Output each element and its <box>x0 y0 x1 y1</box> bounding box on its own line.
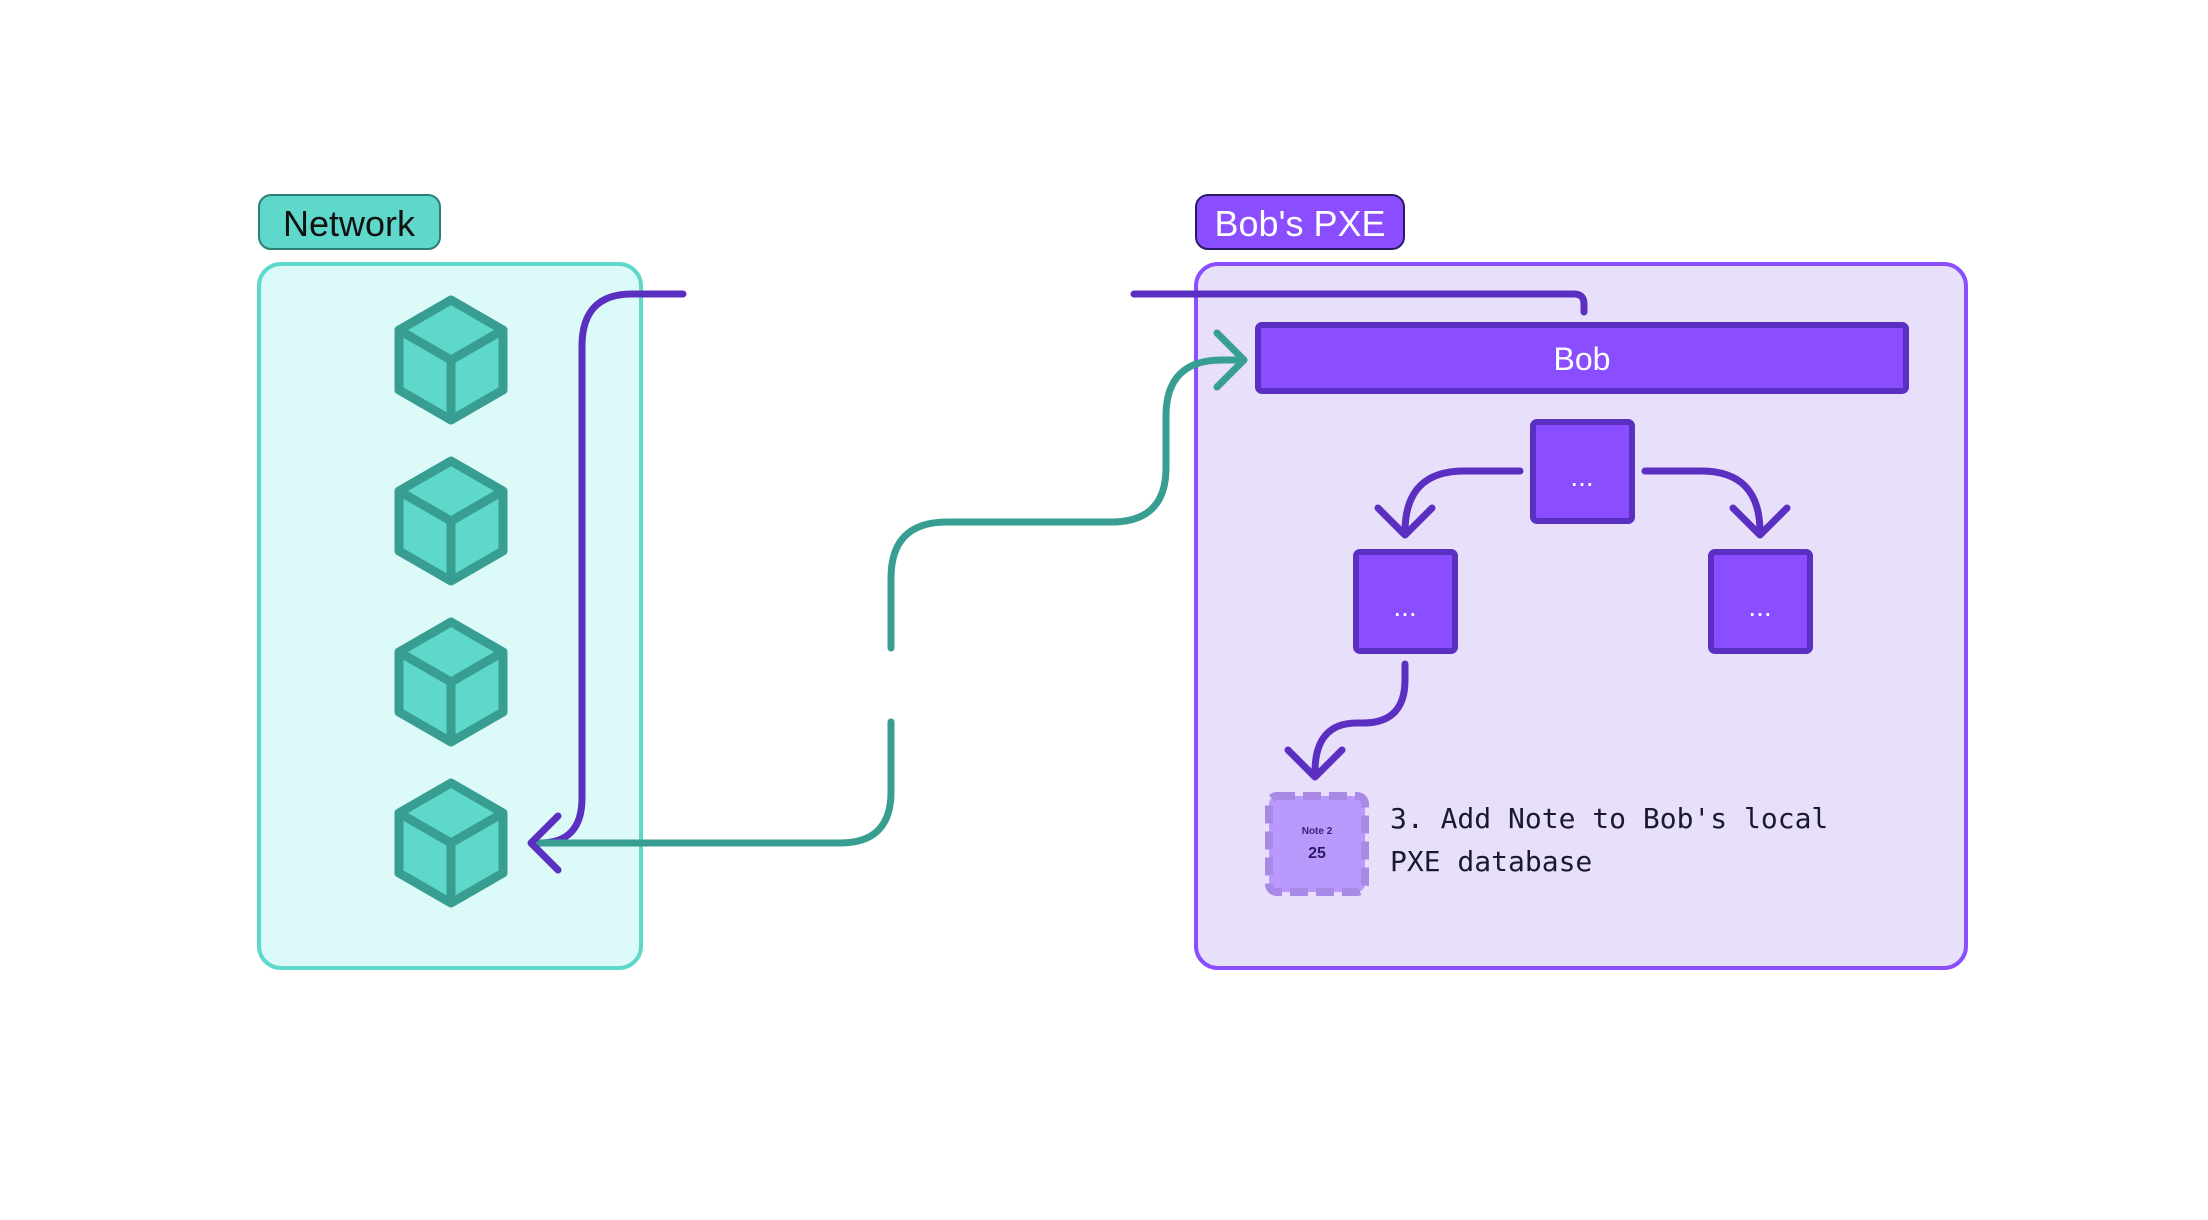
tree-arrow-right <box>1641 467 1791 539</box>
note-value: 25 <box>1308 845 1326 862</box>
pxe-title: Bob's PXE <box>1215 203 1386 244</box>
tree-node-top-label: ... <box>1570 461 1593 492</box>
tree-node-right: ... <box>1708 549 1813 654</box>
pxe-title-badge: Bob's PXE <box>1195 194 1405 250</box>
network-title-badge: Network <box>258 194 441 250</box>
step-caption-line2: PXE database <box>1390 845 1592 878</box>
tree-node-left: ... <box>1353 549 1458 654</box>
tree-node-left-label: ... <box>1393 591 1416 622</box>
note-title: Note 2 <box>1302 826 1333 837</box>
tree-node-right-label: ... <box>1748 591 1771 622</box>
teal-arrowhead-to-bob <box>1213 329 1248 391</box>
purple-arrowhead-to-cube <box>527 812 562 874</box>
bob-root-label: Bob <box>1554 341 1611 377</box>
tree-arrow-to-note <box>1284 660 1409 781</box>
bob-root-node: Bob <box>1255 322 1909 394</box>
cube-icon <box>394 456 508 586</box>
purple-connector-top <box>1130 290 1588 316</box>
pxe-panel <box>1194 262 1968 970</box>
purple-connector-network <box>536 290 687 847</box>
tree-arrow-left <box>1374 467 1524 539</box>
network-panel <box>257 262 643 970</box>
step-caption-line1: 3. Add Note to Bob's local <box>1390 802 1828 835</box>
cube-icon <box>394 778 508 908</box>
cube-icon <box>394 295 508 425</box>
step-caption: 3. Add Note to Bob's local PXE database <box>1390 802 1828 878</box>
tree-node-top: ... <box>1530 419 1635 524</box>
teal-connector <box>536 356 1242 847</box>
note-card: Note 2 25 <box>1265 792 1369 896</box>
cube-icon <box>394 617 508 747</box>
network-title: Network <box>283 203 416 244</box>
